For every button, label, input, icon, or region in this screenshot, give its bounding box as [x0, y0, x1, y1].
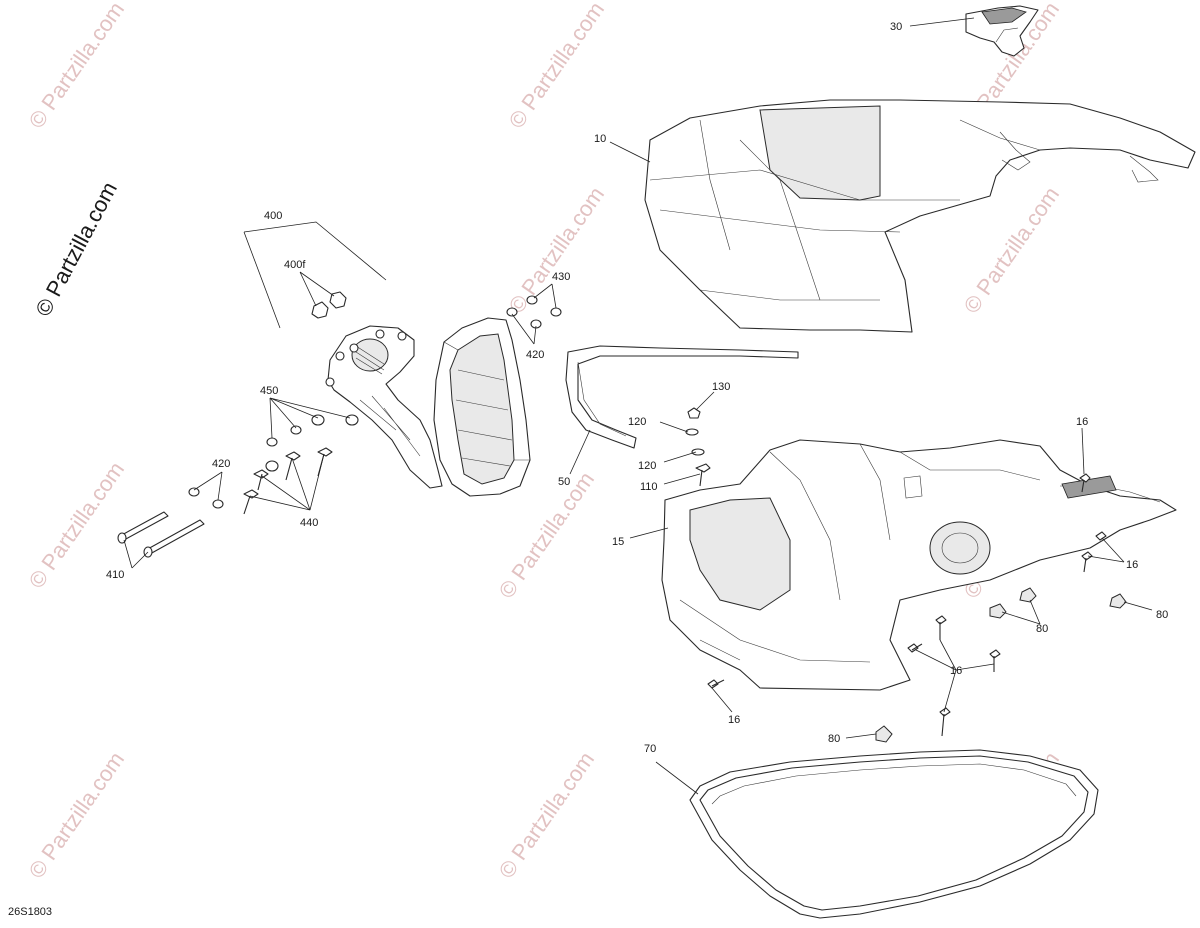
callout-15[interactable]: 15	[612, 536, 624, 548]
watermark-tile: © Partzilla.com	[24, 0, 130, 133]
watermark-tile: © Partzilla.com	[504, 0, 610, 133]
callout-410[interactable]: 410	[106, 569, 124, 581]
part-440-bolts[interactable]	[188, 447, 333, 515]
part-80-clips[interactable]	[875, 587, 1127, 743]
part-450-washers[interactable]	[266, 414, 359, 447]
callout-400[interactable]: 400	[264, 210, 282, 222]
callout-16-right[interactable]: 16	[1126, 559, 1138, 571]
callout-16-top[interactable]: 16	[1076, 416, 1088, 428]
diagram-code: 26S1803	[8, 906, 53, 918]
callout-70[interactable]: 70	[644, 743, 656, 755]
part-410-long-bolts[interactable]	[117, 511, 205, 558]
part-16-screws[interactable]	[707, 473, 1107, 737]
watermark-tile: © Partzilla.com	[504, 182, 610, 318]
part-130-120-110-hardware[interactable]	[685, 407, 711, 487]
part-400-strap-loop[interactable]	[433, 317, 531, 497]
callout-10[interactable]: 10	[594, 133, 606, 145]
callout-430[interactable]: 430	[552, 271, 570, 283]
watermark-tile: © Partzilla.com	[494, 747, 600, 883]
watermark-tile: © Partzilla.com	[24, 747, 130, 883]
callout-440[interactable]: 440	[300, 517, 318, 529]
part-30-clip[interactable]	[965, 5, 1039, 57]
part-15-lower-console[interactable]	[661, 439, 1177, 691]
callout-420-top[interactable]: 420	[526, 349, 544, 361]
callout-80-mid[interactable]: 80	[1036, 623, 1048, 635]
callout-450[interactable]: 450	[260, 385, 278, 397]
callout-labels: 30 10 400 400f 430 420 450 420 440 410 1…	[106, 21, 1168, 755]
part-430-420-hardware[interactable]	[506, 295, 562, 329]
callout-16-bottom[interactable]: 16	[728, 714, 740, 726]
callout-30[interactable]: 30	[890, 21, 902, 33]
callout-80-bottom[interactable]: 80	[828, 733, 840, 745]
callout-120-lower[interactable]: 120	[638, 460, 656, 472]
watermark-main: © Partzilla.com	[30, 178, 122, 321]
callout-50[interactable]: 50	[558, 476, 570, 488]
callout-420-left[interactable]: 420	[212, 458, 230, 470]
part-400-hinge-bracket[interactable]	[325, 325, 443, 489]
part-10-upper-cover[interactable]	[644, 99, 1196, 333]
callout-120-upper[interactable]: 120	[628, 416, 646, 428]
callout-400f[interactable]: 400f	[284, 259, 306, 271]
callout-80-right[interactable]: 80	[1156, 609, 1168, 621]
watermark-tile: © Partzilla.com	[959, 182, 1065, 318]
callout-16-mid[interactable]: 16	[950, 665, 962, 677]
callout-130[interactable]: 130	[712, 381, 730, 393]
leader-lines	[123, 17, 1153, 795]
part-70-seal-ring[interactable]	[689, 749, 1099, 919]
callout-110[interactable]: 110	[640, 481, 658, 493]
part-400f-nuts[interactable]	[311, 291, 347, 319]
part-50-trim-strip[interactable]	[565, 345, 799, 449]
